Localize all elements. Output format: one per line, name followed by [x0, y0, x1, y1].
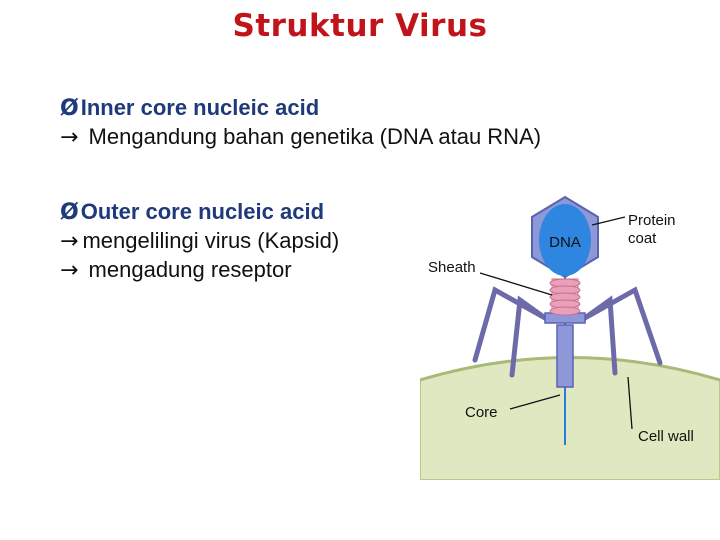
arrow-right-icon: →	[60, 258, 79, 283]
bullet-line: →mengelilingi virus (Kapsid)	[60, 228, 340, 254]
bullet-heading: ØOuter core nucleic acid	[60, 199, 325, 225]
arrow-right-icon: →	[60, 125, 79, 150]
bullet-arrow-icon: Ø	[60, 96, 79, 121]
bullet-arrow-icon: Ø	[60, 200, 79, 225]
label-sheath: Sheath	[428, 259, 476, 276]
slide-title: Struktur Virus	[232, 8, 488, 44]
label-dna: DNA	[549, 234, 581, 251]
tail-tube	[556, 324, 574, 388]
bullet-line: → mengadung reseptor	[60, 257, 292, 283]
bullet-list: ØInner core nucleic acid → Mengandung ba…	[60, 94, 700, 285]
bacteriophage-figure: DNA Protein coat Sheath Core Cell wall	[420, 195, 720, 480]
bullet-heading: ØInner core nucleic acid	[60, 95, 320, 121]
label-protein: Protein	[628, 212, 676, 229]
dna-core	[539, 204, 591, 276]
label-coat: coat	[628, 230, 657, 247]
bullet-outer-core: ØOuter core nucleic acid →mengelilingi v…	[60, 198, 700, 285]
bullet-inner-core: ØInner core nucleic acid → Mengandung ba…	[60, 94, 700, 152]
bacteriophage-diagram: DNA Protein coat Sheath Core Cell wall	[420, 195, 720, 480]
label-core: Core	[465, 404, 498, 421]
label-cell-wall: Cell wall	[638, 428, 694, 445]
tail-fibers	[472, 286, 663, 378]
bullet-line: → Mengandung bahan genetika (DNA atau RN…	[60, 124, 542, 150]
label-pointers	[479, 216, 633, 430]
sheath	[549, 278, 581, 316]
arrow-right-icon: →	[60, 229, 79, 254]
